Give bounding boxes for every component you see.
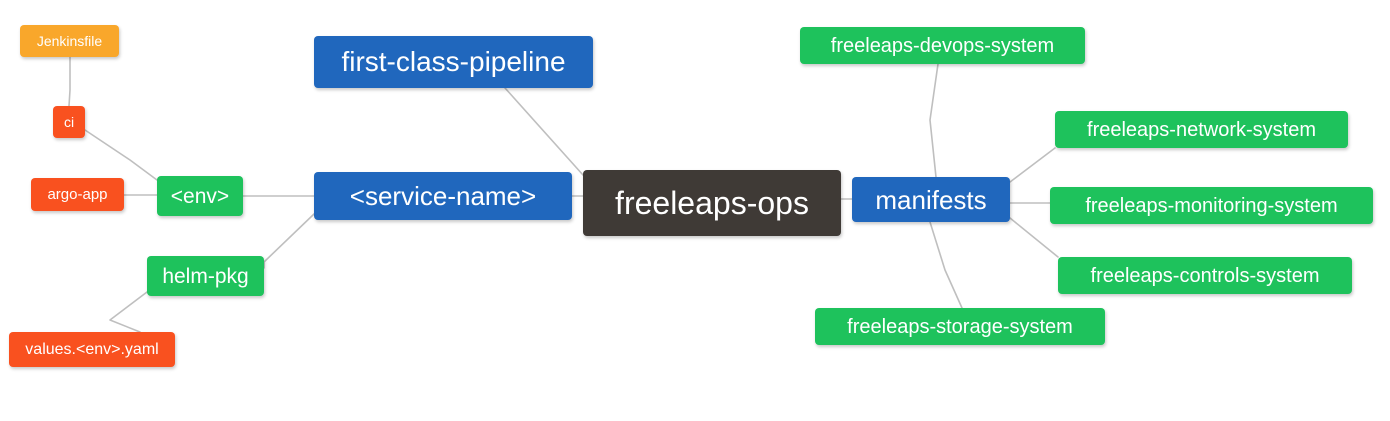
mindmap-node-label: first-class-pipeline	[341, 46, 566, 77]
mindmap-node-label: <service-name>	[349, 181, 537, 211]
mindmap-node-label: ci	[63, 114, 75, 130]
edge-manifests-to-freeleaps-storage-system	[929, 221, 963, 309]
edge-manifests-to-freeleaps-network-system	[1009, 147, 1056, 183]
mindmap-node-manifests[interactable]: manifests	[852, 177, 1010, 222]
mindmap-node-values-env-yaml[interactable]: values.<env>.yaml	[9, 332, 175, 367]
mindmap-node-label: values.<env>.yaml	[25, 340, 159, 358]
edge-jenkinsfile-to-ci	[68, 56, 71, 107]
edge-manifests-to-freeleaps-devops-system	[929, 63, 939, 178]
edge-helm-pkg-to-values-env-yaml	[109, 291, 148, 333]
mindmap-node-label: freeleaps-controls-system	[1090, 264, 1320, 287]
edge-ci-to-env	[84, 129, 158, 181]
mindmap-node-label: freeleaps-ops	[615, 185, 809, 221]
mindmap-node-ci[interactable]: ci	[53, 106, 85, 138]
mindmap-node-freeleaps-storage-system[interactable]: freeleaps-storage-system	[815, 308, 1105, 345]
mindmap-node-argo-app[interactable]: argo-app	[31, 178, 124, 211]
mindmap-node-freeleaps-devops-system[interactable]: freeleaps-devops-system	[800, 27, 1085, 64]
mindmap-node-label: freeleaps-network-system	[1087, 118, 1316, 141]
mindmap-node-freeleaps-monitoring-system[interactable]: freeleaps-monitoring-system	[1050, 187, 1373, 224]
mindmap-node-label: freeleaps-storage-system	[847, 315, 1073, 338]
mindmap-node-freeleaps-ops[interactable]: freeleaps-ops	[583, 170, 841, 236]
mindmap-node-freeleaps-network-system[interactable]: freeleaps-network-system	[1055, 111, 1348, 148]
mindmap-node-label: freeleaps-monitoring-system	[1085, 194, 1338, 217]
mindmap-node-first-class-pipeline[interactable]: first-class-pipeline	[314, 36, 593, 88]
mindmap-node-label: freeleaps-devops-system	[830, 34, 1055, 57]
mindmap-node-label: manifests	[875, 184, 987, 215]
mindmap-node-env[interactable]: <env>	[157, 176, 243, 216]
mindmap-node-label: helm-pkg	[162, 264, 249, 288]
mindmap-node-label: <env>	[170, 184, 230, 208]
mindmap-node-label: Jenkinsfile	[36, 33, 103, 49]
edge-first-class-pipeline-to-freeleaps-ops	[504, 87, 584, 176]
edge-manifests-to-freeleaps-controls-system	[1009, 217, 1059, 258]
edge-service-name-to-helm-pkg	[263, 213, 315, 269]
mindmap-node-freeleaps-controls-system[interactable]: freeleaps-controls-system	[1058, 257, 1352, 294]
mindmap-node-label: argo-app	[47, 186, 108, 203]
mindmap-node-service-name[interactable]: <service-name>	[314, 172, 572, 220]
mindmap-node-jenkinsfile[interactable]: Jenkinsfile	[20, 25, 119, 57]
mindmap-node-helm-pkg[interactable]: helm-pkg	[147, 256, 264, 296]
